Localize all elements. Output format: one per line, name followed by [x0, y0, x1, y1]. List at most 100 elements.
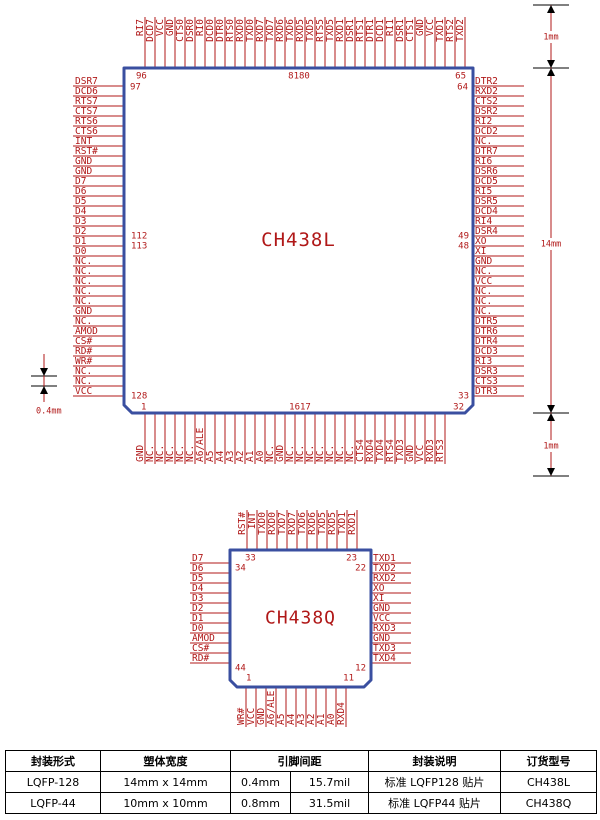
- pin-label: NC.: [475, 306, 492, 317]
- pin-label: RTS1: [355, 19, 366, 42]
- pin-label: DCD1: [375, 19, 386, 42]
- pin-label: A3: [225, 451, 236, 462]
- pin-label: GND: [373, 633, 390, 644]
- pin-label: DCD5: [475, 176, 498, 187]
- pin-number-label: 65: [455, 72, 466, 82]
- pin-label: GND: [75, 306, 92, 317]
- cell-width: 14mm x 14mm: [100, 771, 231, 793]
- pin-label: INT: [247, 512, 258, 529]
- pin-label: GND: [135, 445, 146, 462]
- pin-label: NC.: [75, 366, 92, 377]
- pin-number-label: 33: [458, 392, 469, 402]
- pin-label: DSR1: [395, 19, 406, 42]
- pin-label: GND: [75, 166, 92, 177]
- cell-width: 10mm x 10mm: [100, 792, 231, 814]
- pin-label: GND: [475, 256, 492, 267]
- dimension-arrow: [547, 5, 555, 13]
- pin-label: VCC: [415, 445, 426, 462]
- pin-label: NC.: [165, 445, 176, 462]
- pin-label: CTS2: [475, 96, 498, 107]
- pitch-arrow: [40, 368, 48, 376]
- pin-label: CTS4: [355, 439, 366, 462]
- pin-label: WR#: [75, 356, 92, 367]
- pin-label: NC.: [335, 445, 346, 462]
- dimension-arrow: [547, 60, 555, 68]
- pin-label: CS#: [192, 643, 209, 654]
- dimension-label: 1mm: [543, 33, 558, 43]
- pin-label: DTR1: [365, 19, 376, 42]
- pin-label: NC.: [295, 445, 306, 462]
- pin-label: TXD0: [257, 512, 268, 535]
- pin-label: CTS3: [475, 376, 498, 387]
- pin-label: NC.: [75, 266, 92, 277]
- pin-label: NC.: [155, 445, 166, 462]
- pin-number-label: 32: [453, 403, 464, 413]
- pin-label: NC.: [475, 136, 492, 147]
- pin-label: TXD6: [297, 512, 308, 535]
- pin-label: NC.: [145, 445, 156, 462]
- pin-label: GND: [415, 19, 426, 36]
- chip-name: CH438Q: [265, 608, 336, 629]
- chip-body: [228, 548, 373, 689]
- pin-label: RXD4: [365, 439, 376, 462]
- pin-label: WR#: [236, 708, 247, 725]
- pin-label: TXD3: [373, 643, 396, 654]
- pin-number-label: 1617: [289, 403, 311, 413]
- pin-label: DCD2: [475, 126, 498, 137]
- cell-desc: 标准 LQFP128 贴片: [368, 771, 501, 793]
- pin-number-label: 96: [136, 72, 147, 82]
- pin-number-label: 12: [355, 664, 366, 674]
- dimension-arrow: [547, 413, 555, 421]
- pin-label: RTS4: [385, 439, 396, 462]
- pin-label: NC.: [75, 276, 92, 287]
- pin-number-label: 97: [130, 83, 141, 93]
- pin-label: A0: [326, 713, 337, 725]
- pin-label: RD#: [192, 653, 209, 664]
- cell-desc: 标准 LQFP44 贴片: [368, 792, 501, 814]
- pin-label: A3: [296, 714, 307, 725]
- pin-label: CTS1: [405, 19, 416, 42]
- pin-label: RI3: [475, 356, 492, 367]
- pin-label: AMOD: [192, 633, 215, 644]
- pin-label: RXD2: [475, 86, 498, 97]
- pin-label: DSR0: [185, 19, 196, 42]
- pin-number-label: 64: [457, 83, 468, 93]
- pin-label: RTS5: [315, 19, 326, 42]
- pin-label: NC.: [345, 445, 356, 462]
- pin-label: TXD5: [305, 19, 316, 42]
- pin-label: RXD0: [267, 512, 278, 535]
- pin-label: AMOD: [75, 326, 98, 337]
- pin-label: A2: [306, 714, 317, 725]
- cell-model: CH438L: [500, 771, 597, 793]
- pin-label: NC.: [75, 376, 92, 387]
- pin-label: D7: [192, 553, 203, 564]
- pin-label: D2: [192, 603, 203, 614]
- pin-label: NC.: [325, 445, 336, 462]
- pin-label: A4: [215, 450, 226, 462]
- pin-number-label: 1: [141, 403, 146, 413]
- pin-number-label: 113: [131, 242, 147, 252]
- pin-label: D5: [75, 196, 86, 207]
- pin-label: RXD1: [347, 512, 358, 535]
- pin-label: DTR3: [475, 386, 498, 397]
- pin-label: TXD5: [325, 19, 336, 42]
- dimension-arrow: [547, 405, 555, 413]
- pin-number-label: 11: [343, 674, 354, 684]
- pin-label: GND: [373, 603, 390, 614]
- pitch-label: 0.4mm: [36, 407, 62, 417]
- cell-pitch-mm: 0.4mm: [230, 771, 291, 793]
- pin-label: TXD0: [245, 19, 256, 42]
- pin-number-label: 44: [235, 664, 246, 674]
- header-pitch: 引脚间距: [230, 750, 369, 772]
- pin-label: RI7: [135, 19, 146, 36]
- pin-label: DCD3: [475, 346, 498, 357]
- header-package: 封装形式: [5, 750, 101, 772]
- pin-label: TXD7: [265, 19, 276, 42]
- pin-label: RXD6: [275, 19, 286, 42]
- dimension-label: 1mm: [543, 442, 558, 452]
- pin-number-label: 34: [235, 564, 246, 574]
- pin-label: RD#: [75, 346, 92, 357]
- package-diagram: DSR7DCD6RTS7CTS7RTS6CTS6INTRST#GNDGNDD7D…: [31, 4, 569, 727]
- pin-label: INT: [75, 136, 92, 147]
- pin-label: DSR3: [475, 366, 498, 377]
